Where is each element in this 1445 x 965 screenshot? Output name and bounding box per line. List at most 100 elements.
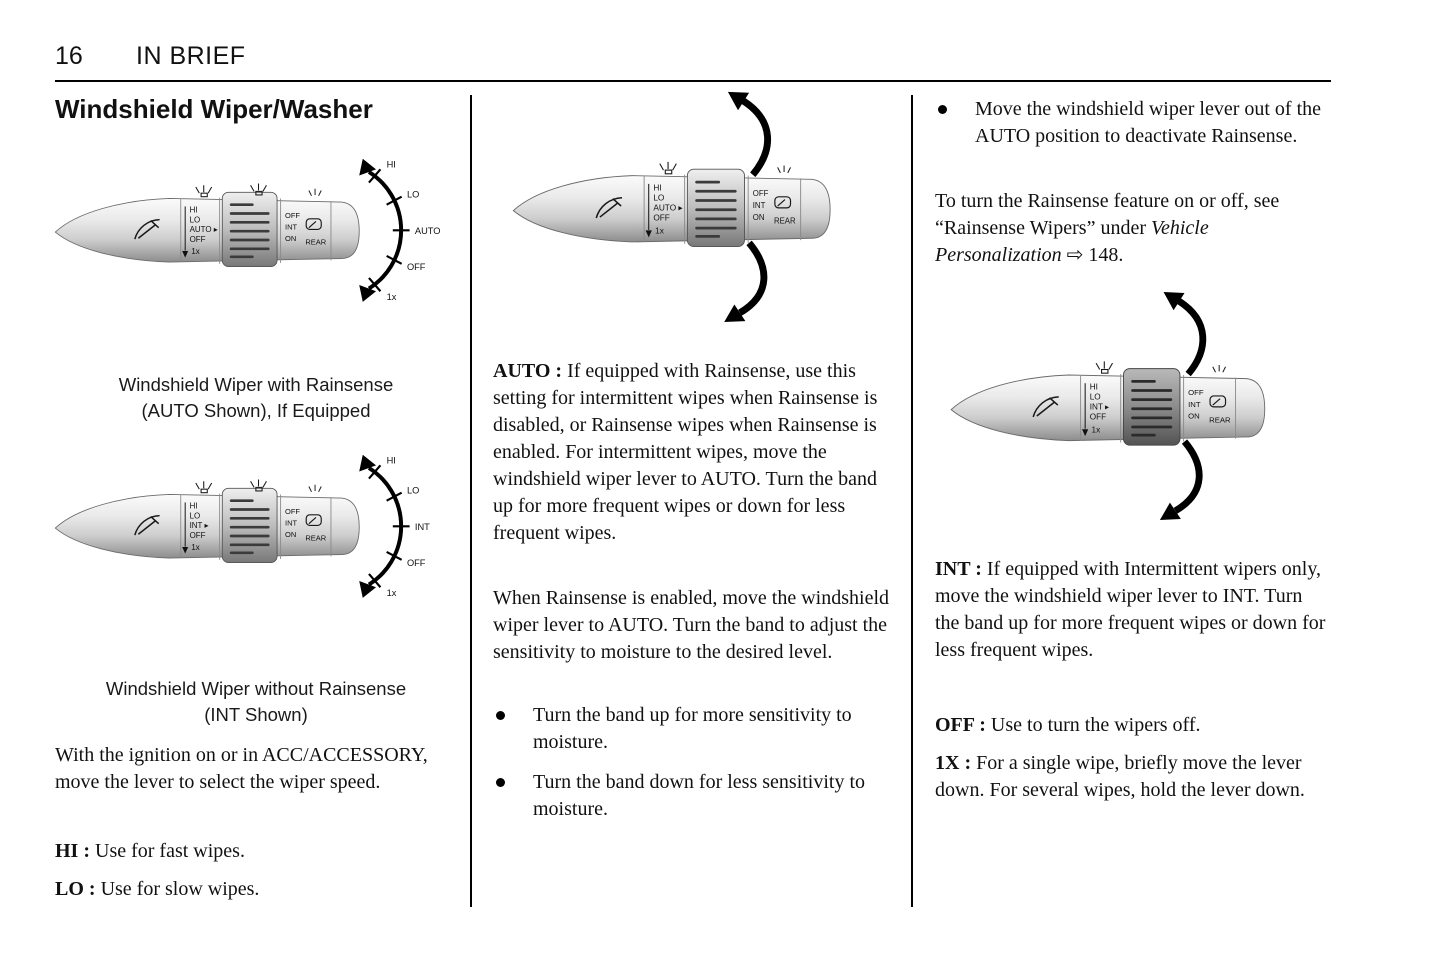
bullet-item-deactivate: Move the windshield wiper lever out of t… <box>935 96 1331 150</box>
wiper-icon <box>595 196 623 219</box>
band-ridges <box>229 499 270 555</box>
svg-text:OFF: OFF <box>653 214 670 223</box>
svg-text:OFF: OFF <box>190 531 206 540</box>
stalk-end-labels: OFF INT ON REAR <box>753 189 796 226</box>
band-position-labels: HI LO INT ▸ OFF 1x <box>182 502 208 554</box>
dial-labels: HI LO AUTO OFF 1x <box>387 160 441 303</box>
washer-spray-icon <box>1095 361 1113 374</box>
lo-definition: LO : Use for slow wipes. <box>55 876 447 903</box>
rotate-up-arrow <box>1163 292 1207 377</box>
int-definition: INT : If equipped with Intermittent wipe… <box>935 556 1331 664</box>
hi-term: HI : <box>55 840 90 862</box>
washer-spray-icon <box>250 183 267 196</box>
svg-text:1x: 1x <box>655 227 665 236</box>
stalk-end-labels: OFF INT ON REAR <box>285 507 327 543</box>
svg-text:HI: HI <box>653 183 661 192</box>
dial-arrowhead-down <box>359 581 377 598</box>
stalk-body <box>54 494 360 559</box>
lo-text: Use for slow wipes. <box>95 878 260 900</box>
bullet-item-band-up: Turn the band up for more sensitivity to… <box>493 702 889 756</box>
stalk-seams <box>643 174 802 244</box>
int-term: INT : <box>935 558 982 580</box>
auto-term: AUTO : <box>493 360 563 382</box>
off-text: Use to turn the wipers off. <box>985 714 1201 736</box>
svg-text:1x: 1x <box>387 292 397 302</box>
1x-text: For a single wipe, briefly move the leve… <box>935 752 1305 801</box>
svg-text:OFF: OFF <box>407 558 426 568</box>
off-definition: OFF : Use to turn the wipers off. <box>935 712 1331 739</box>
svg-text:LO: LO <box>407 486 419 496</box>
wiper-speed-dial: HI LO AUTO OFF 1x <box>359 158 441 303</box>
page-title: Windshield Wiper/Washer <box>55 94 373 124</box>
svg-text:HI: HI <box>1090 383 1098 392</box>
caption-line: (INT Shown) <box>204 704 308 725</box>
dial-ticks <box>368 168 410 292</box>
svg-text:LO: LO <box>190 215 201 224</box>
band-ridges <box>229 203 270 259</box>
svg-text:ON: ON <box>753 213 765 222</box>
wiper-icon <box>134 514 160 536</box>
int-text: If equipped with Intermittent wipers onl… <box>935 558 1326 661</box>
svg-text:INT ▸: INT ▸ <box>1090 403 1109 412</box>
caption-line: Windshield Wiper without Rainsense <box>105 678 407 699</box>
figure-wiper-without-rainsense: HI LO INT ▸ OFF 1x OFF INT ON REAR HI <box>54 454 431 599</box>
bullet-text: Move the windshield wiper lever out of t… <box>975 98 1322 147</box>
svg-text:1x: 1x <box>387 588 397 598</box>
dial-ticks <box>368 464 410 588</box>
svg-text:REAR: REAR <box>305 533 326 542</box>
caption-line: Windshield Wiper with Rainsense <box>118 374 394 395</box>
cross-reference-title: Vehicle Personalization <box>935 217 1209 266</box>
svg-text:HI: HI <box>387 456 396 466</box>
band-position-labels: HI LO AUTO ▸ OFF 1x <box>182 206 218 258</box>
svg-text:1x: 1x <box>191 247 199 256</box>
band-position-labels: HI LO INT ▸ OFF 1x <box>1082 383 1109 437</box>
svg-text:OFF: OFF <box>285 507 300 516</box>
svg-text:AUTO ▸: AUTO ▸ <box>653 204 682 213</box>
stalk-seams <box>1080 374 1237 443</box>
rotate-down-arrow <box>724 240 768 323</box>
column-divider-left <box>470 95 472 907</box>
auto-definition: AUTO : If equipped with Rainsense, use t… <box>493 358 889 547</box>
svg-text:OFF: OFF <box>753 189 769 198</box>
toggle-text-pre: To turn the Rainsense feature on or off,… <box>935 190 1280 239</box>
1x-definition: 1X : For a single wipe, briefly move the… <box>935 750 1331 804</box>
page-number: 16 <box>55 42 83 70</box>
svg-text:HI: HI <box>190 502 198 511</box>
svg-text:ON: ON <box>285 530 296 539</box>
band-ridges <box>1131 380 1173 437</box>
figure-rotate-band-int: HI LO INT ▸ OFF 1x OFF INT ON REAR <box>950 292 1266 520</box>
svg-text:ON: ON <box>285 234 296 243</box>
svg-text:INT: INT <box>753 201 766 210</box>
figure-wiper-with-rainsense: HI LO AUTO ▸ OFF 1x OFF INT ON REAR HI <box>54 158 441 303</box>
dial-arrowhead-down <box>359 285 377 302</box>
cross-reference-page: ⇨ 148. <box>1061 244 1124 266</box>
svg-text:1x: 1x <box>191 543 199 552</box>
svg-text:LO: LO <box>407 190 419 200</box>
auto-text: If equipped with Rainsense, use this set… <box>493 360 878 544</box>
lo-term: LO : <box>55 878 96 900</box>
washer-spray-icon <box>659 161 677 175</box>
caption-line: (AUTO Shown), If Equipped <box>141 400 371 421</box>
svg-text:OFF: OFF <box>285 211 300 220</box>
svg-text:LO: LO <box>653 193 665 202</box>
hi-text: Use for fast wipes. <box>90 840 245 862</box>
band-ridges <box>695 180 737 238</box>
hi-definition: HI : Use for fast wipes. <box>55 838 447 865</box>
figure-rotate-band-auto: HI LO AUTO ▸ OFF 1x OFF INT ON REAR <box>512 91 831 323</box>
svg-text:OFF: OFF <box>1090 413 1106 422</box>
rotate-down-arrow <box>1159 439 1203 520</box>
svg-text:OFF: OFF <box>407 262 426 272</box>
rainsense-enabled-paragraph: When Rainsense is enabled, move the wind… <box>493 587 890 663</box>
svg-text:AUTO ▸: AUTO ▸ <box>190 225 218 234</box>
svg-text:ON: ON <box>1188 412 1200 421</box>
svg-text:INT: INT <box>285 518 298 527</box>
stalk-end-labels: OFF INT ON REAR <box>1188 388 1231 424</box>
dial-labels: HI LO INT OFF 1x <box>387 456 431 599</box>
svg-text:1x: 1x <box>1092 425 1101 434</box>
svg-text:LO: LO <box>190 511 201 520</box>
rear-washer-spray-icon <box>308 188 322 197</box>
stalk-seams <box>180 197 332 264</box>
ignition-paragraph: With the ignition on or in ACC/ACCESSORY… <box>55 744 428 793</box>
rainsense-toggle-paragraph: To turn the Rainsense feature on or off,… <box>935 188 1331 269</box>
